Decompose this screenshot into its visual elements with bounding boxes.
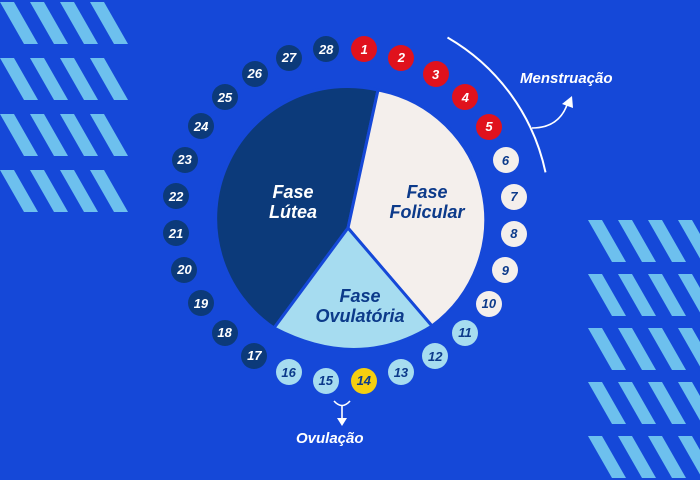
decor-stripe	[648, 382, 686, 424]
menstruation-label: Menstruação	[520, 70, 613, 87]
day-22: 22	[163, 183, 190, 210]
decor-stripe	[30, 58, 68, 100]
day-9: 9	[492, 257, 519, 284]
day-26: 26	[241, 60, 268, 87]
day-13: 13	[387, 359, 414, 386]
decor-stripe	[0, 2, 38, 44]
day-17: 17	[241, 342, 268, 369]
decor-stripe	[30, 2, 68, 44]
decor-stripe	[618, 328, 656, 370]
ovulation-label: Ovulação	[296, 430, 364, 447]
decor-stripes-right	[588, 220, 700, 478]
decor-stripes-left	[0, 2, 128, 212]
menstruation-arc-indicator	[446, 36, 573, 173]
day-15: 15	[312, 367, 339, 394]
day-24: 24	[188, 113, 215, 140]
decor-stripe	[618, 382, 656, 424]
day-16: 16	[275, 359, 302, 386]
day-21: 21	[163, 220, 190, 247]
day-4: 4	[452, 84, 479, 111]
decor-stripe	[60, 58, 98, 100]
day-28: 28	[313, 36, 340, 63]
decor-stripe	[648, 436, 686, 478]
decor-stripe	[678, 382, 700, 421]
decor-stripe	[90, 2, 128, 44]
decor-stripe	[678, 274, 700, 313]
decor-stripe	[30, 114, 68, 156]
label-ovulatory-phase: Fase Ovulatória	[315, 286, 405, 326]
decor-stripe	[60, 170, 98, 212]
decor-stripe	[678, 328, 700, 367]
decor-stripe	[618, 274, 656, 316]
decor-stripe	[0, 170, 38, 212]
label-follicular-phase: Fase Folicular	[389, 182, 465, 222]
decor-stripe	[618, 220, 656, 262]
day-23: 23	[171, 146, 198, 173]
decor-stripe	[90, 170, 128, 212]
decor-stripe	[648, 328, 686, 370]
decor-stripe	[588, 382, 626, 424]
slice-luteal-phase	[214, 84, 380, 331]
day-14: 14	[350, 367, 377, 394]
decor-stripe	[588, 436, 626, 478]
decor-stripe	[648, 274, 686, 316]
day-5: 5	[476, 113, 503, 140]
decor-stripe	[588, 220, 626, 262]
day-25: 25	[211, 84, 238, 111]
decor-stripe	[678, 220, 700, 259]
day-10: 10	[475, 290, 502, 317]
decor-stripe	[618, 436, 656, 478]
day-18: 18	[211, 319, 238, 346]
decor-stripe	[588, 328, 626, 370]
day-19: 19	[187, 290, 214, 317]
decor-stripe	[60, 2, 98, 44]
day-8: 8	[500, 220, 527, 247]
decor-stripe	[588, 274, 626, 316]
day-12: 12	[422, 343, 449, 370]
decor-stripe	[60, 114, 98, 156]
decor-stripe	[30, 170, 68, 212]
day-7: 7	[500, 183, 527, 210]
day-27: 27	[276, 44, 303, 71]
day-6: 6	[492, 147, 519, 174]
day-1: 1	[351, 36, 378, 63]
day-2: 2	[388, 44, 415, 71]
decor-stripe	[648, 220, 686, 262]
day-11: 11	[452, 319, 479, 346]
day-20: 20	[171, 256, 198, 283]
phase-pie	[214, 84, 488, 351]
slice-ovulatory-phase	[271, 225, 435, 351]
decor-stripe	[90, 58, 128, 100]
ovulation-arrow-indicator	[333, 400, 351, 426]
decor-stripe	[0, 114, 38, 156]
decor-stripe	[0, 58, 38, 100]
label-luteal-phase: Fase Lútea	[268, 182, 317, 222]
day-3: 3	[422, 61, 449, 88]
decor-stripe	[678, 436, 700, 475]
decor-stripe	[90, 114, 128, 156]
